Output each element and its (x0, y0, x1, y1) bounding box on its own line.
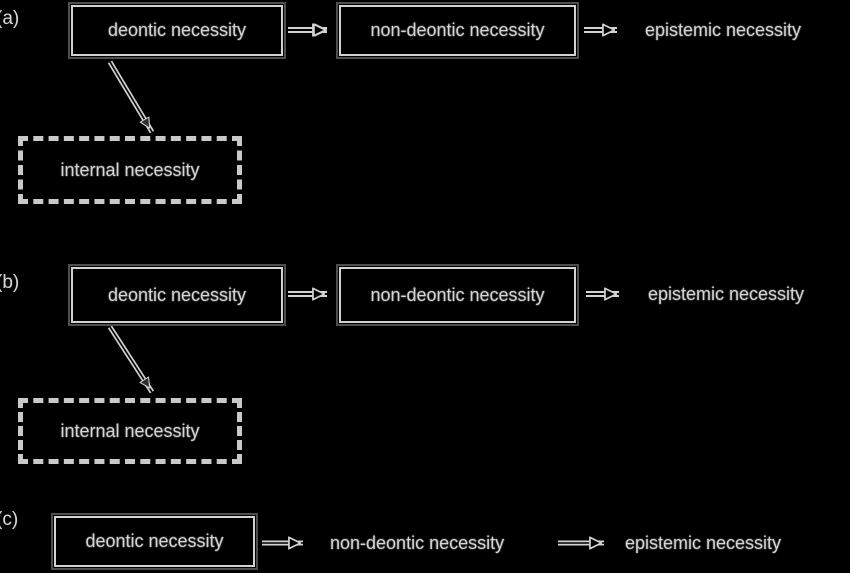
node-label: deontic necessity (107, 20, 247, 40)
node-a-deontic-necessity[interactable]: deontic necessity (68, 2, 286, 59)
node-label: deontic necessity (85, 531, 224, 551)
node-b-internal-necessity[interactable]: internal necessity (18, 398, 242, 464)
node-label: internal necessity (60, 420, 200, 441)
node-label: internal necessity (60, 159, 200, 180)
node-label: non-deontic necessity (370, 20, 545, 40)
node-b-epistemic-necessity: epistemic necessity (648, 284, 805, 304)
node-c-epistemic-necessity: epistemic necessity (625, 533, 782, 553)
arrow-a-deontic-to-internal (107, 60, 155, 134)
node-b-non-deontic-necessity[interactable]: non-deontic necessity (336, 264, 579, 326)
row-label-c: (c) (0, 509, 19, 530)
node-c-non-deontic-necessity: non-deontic necessity (330, 533, 505, 553)
arrow-b-deontic-to-internal (107, 325, 155, 394)
node-label: non-deontic necessity (370, 284, 545, 305)
node-b-deontic-necessity[interactable]: deontic necessity (68, 264, 286, 326)
node-label: deontic necessity (107, 284, 247, 305)
row-label-b: (b) (0, 272, 20, 293)
row-label-a: (a) (0, 8, 20, 29)
node-c-deontic-necessity[interactable]: deontic necessity (51, 513, 258, 570)
node-a-non-deontic-necessity[interactable]: non-deontic necessity (336, 2, 579, 59)
node-a-internal-necessity[interactable]: internal necessity (18, 136, 242, 204)
node-a-epistemic-necessity: epistemic necessity (645, 20, 802, 40)
